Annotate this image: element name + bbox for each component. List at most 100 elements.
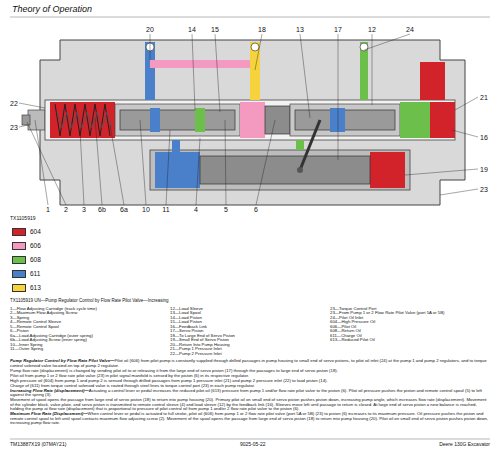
part-legend-item: 6—Piston bbox=[10, 329, 170, 334]
port bbox=[251, 43, 259, 51]
text-block: 1—Flow Adjusting Cartridge (track cycle … bbox=[10, 306, 490, 426]
reduced-pilot-passage bbox=[250, 42, 260, 100]
leader-lines bbox=[19, 34, 478, 205]
remote-control-sleeve bbox=[115, 104, 240, 136]
part-legend-item: 3—Spring bbox=[10, 315, 170, 320]
callout-number: 1 bbox=[46, 206, 50, 213]
footer-text: Deere 130G Excavator bbox=[439, 441, 490, 447]
part-legend-item: 18—To Large End of Servo Piston bbox=[170, 333, 330, 338]
callout-number: 16 bbox=[480, 134, 488, 141]
part-legend-item: 22—Pump 2 Pressure Inlet bbox=[170, 351, 330, 356]
callout-number: 5 bbox=[224, 206, 228, 213]
paragraph-heading: Increasing Flow Rate (displacement)— bbox=[10, 388, 89, 393]
legend-number: 606 bbox=[30, 242, 41, 250]
callout-number: 15 bbox=[211, 26, 219, 33]
spring-chamber bbox=[50, 102, 115, 138]
servo-passage bbox=[172, 140, 180, 152]
part-legend-item: 16—Feedback Link bbox=[170, 324, 330, 329]
link-pin bbox=[297, 167, 303, 173]
paragraph-heading: Maximum Flow Rate (Displacement)— bbox=[10, 411, 88, 416]
callout-number: 20 bbox=[146, 26, 154, 33]
leader-line bbox=[19, 103, 45, 108]
leader-line bbox=[255, 34, 262, 70]
pilot-passage bbox=[150, 60, 260, 68]
part-legend-item: 2—Maximum Flow Adjusting Screw bbox=[10, 311, 170, 316]
leader-line bbox=[338, 34, 339, 160]
leader-line bbox=[140, 120, 146, 205]
adjusting-screw bbox=[22, 115, 30, 125]
leader-line bbox=[440, 189, 478, 195]
leader-line bbox=[364, 34, 410, 50]
callout-number: 2 bbox=[64, 206, 68, 213]
large-end-chamber bbox=[155, 152, 200, 188]
leader-line bbox=[256, 120, 275, 205]
legend-item: 604 bbox=[12, 228, 41, 236]
return-passage bbox=[360, 42, 368, 100]
leader-line bbox=[452, 130, 478, 137]
return-groove bbox=[195, 108, 205, 132]
inner-spring bbox=[57, 112, 112, 128]
part-legend-item: 6a—Load Adjusting Cartridge (outer sprin… bbox=[10, 333, 170, 338]
callout-number: 6b bbox=[98, 206, 106, 213]
callout-number: 19 bbox=[480, 166, 488, 173]
spool-bore bbox=[45, 100, 455, 140]
leader-line bbox=[80, 130, 84, 205]
part-legend-item: 604—High Pressure Oil bbox=[330, 320, 490, 325]
page-header: Theory of Operation bbox=[12, 4, 92, 14]
leader-line bbox=[95, 118, 102, 205]
callout-number: 10 bbox=[142, 206, 150, 213]
figure-code: TX1105919 bbox=[10, 215, 35, 221]
part-legend-item: 611—Charge Oil bbox=[330, 333, 490, 338]
paragraph-heading: Pump Regulator Control by Flow Rate Pilo… bbox=[10, 358, 114, 363]
part-legend-item: 24—Pilot Oil Inlet bbox=[330, 315, 490, 320]
part-legend-item: 13—Load Spool bbox=[170, 311, 330, 316]
callout-number: 22 bbox=[10, 100, 18, 107]
callout-number: 24 bbox=[406, 26, 414, 33]
legend-item: 606 bbox=[12, 242, 41, 250]
body-text: Charge of (611) from torque control sole… bbox=[10, 383, 255, 388]
body-text: Movement of spool opens the passage from… bbox=[10, 397, 486, 411]
regulator-housing bbox=[40, 40, 465, 205]
callout-number: 11 bbox=[162, 206, 169, 213]
pilot-groove bbox=[150, 108, 160, 132]
legend-number: 611 bbox=[30, 270, 40, 278]
legend-number: 604 bbox=[30, 228, 41, 236]
pressure-chamber bbox=[430, 102, 455, 138]
part-legend-item: 4—Remote Control Sleeve bbox=[10, 320, 170, 325]
charge-groove bbox=[330, 108, 345, 132]
legend-swatch bbox=[12, 242, 26, 250]
legend-column: 23—Torque Control Port23—From Pump 1 or … bbox=[330, 306, 490, 356]
part-legend-item: 17—Servo Piston bbox=[170, 329, 330, 334]
pilot-chamber bbox=[240, 102, 265, 138]
legend-swatch bbox=[12, 256, 26, 264]
part-legend-item: 19—Small End of Servo Piston bbox=[170, 338, 330, 343]
part-legend-item: 1—Flow Adjusting Cartridge (track cycle … bbox=[10, 306, 170, 311]
part-legend-item: 10—Inner Spring bbox=[10, 342, 170, 347]
callout-number: 14 bbox=[188, 26, 196, 33]
piston bbox=[265, 106, 290, 134]
remote-control-spool bbox=[120, 110, 235, 130]
part-legend-item: 20—Return Into Pump Housing bbox=[170, 342, 330, 347]
legend-number: 613 bbox=[30, 284, 41, 292]
legend-swatch bbox=[12, 228, 26, 236]
load-sleeve bbox=[290, 104, 400, 136]
callout-number: 21 bbox=[480, 94, 488, 101]
part-legend-item: 12—Load Sleeve bbox=[170, 306, 330, 311]
part-legend-item: 608—Return Oil bbox=[330, 329, 490, 334]
body-text: Pump flow rate (displacement) is changed… bbox=[10, 368, 338, 373]
leader-line bbox=[196, 138, 200, 205]
color-legend: 604606608611613 bbox=[12, 228, 72, 298]
adjusting-cartridge bbox=[28, 110, 45, 130]
footer-text: 9025-05-22 bbox=[240, 441, 266, 447]
body-text: High pressure oil (604) from pump 1 and … bbox=[10, 378, 328, 383]
feedback-link bbox=[300, 120, 320, 170]
callout-number: 23 bbox=[10, 124, 18, 131]
paragraph: Pump flow rate (displacement) is changed… bbox=[10, 368, 490, 373]
header-rule bbox=[10, 17, 490, 18]
callout-number: 6a bbox=[120, 206, 128, 213]
pressure-passage bbox=[420, 62, 445, 100]
servo-bore bbox=[150, 150, 410, 190]
legend-swatch bbox=[12, 284, 26, 292]
leader-line bbox=[27, 122, 66, 205]
leader-line bbox=[166, 130, 170, 205]
